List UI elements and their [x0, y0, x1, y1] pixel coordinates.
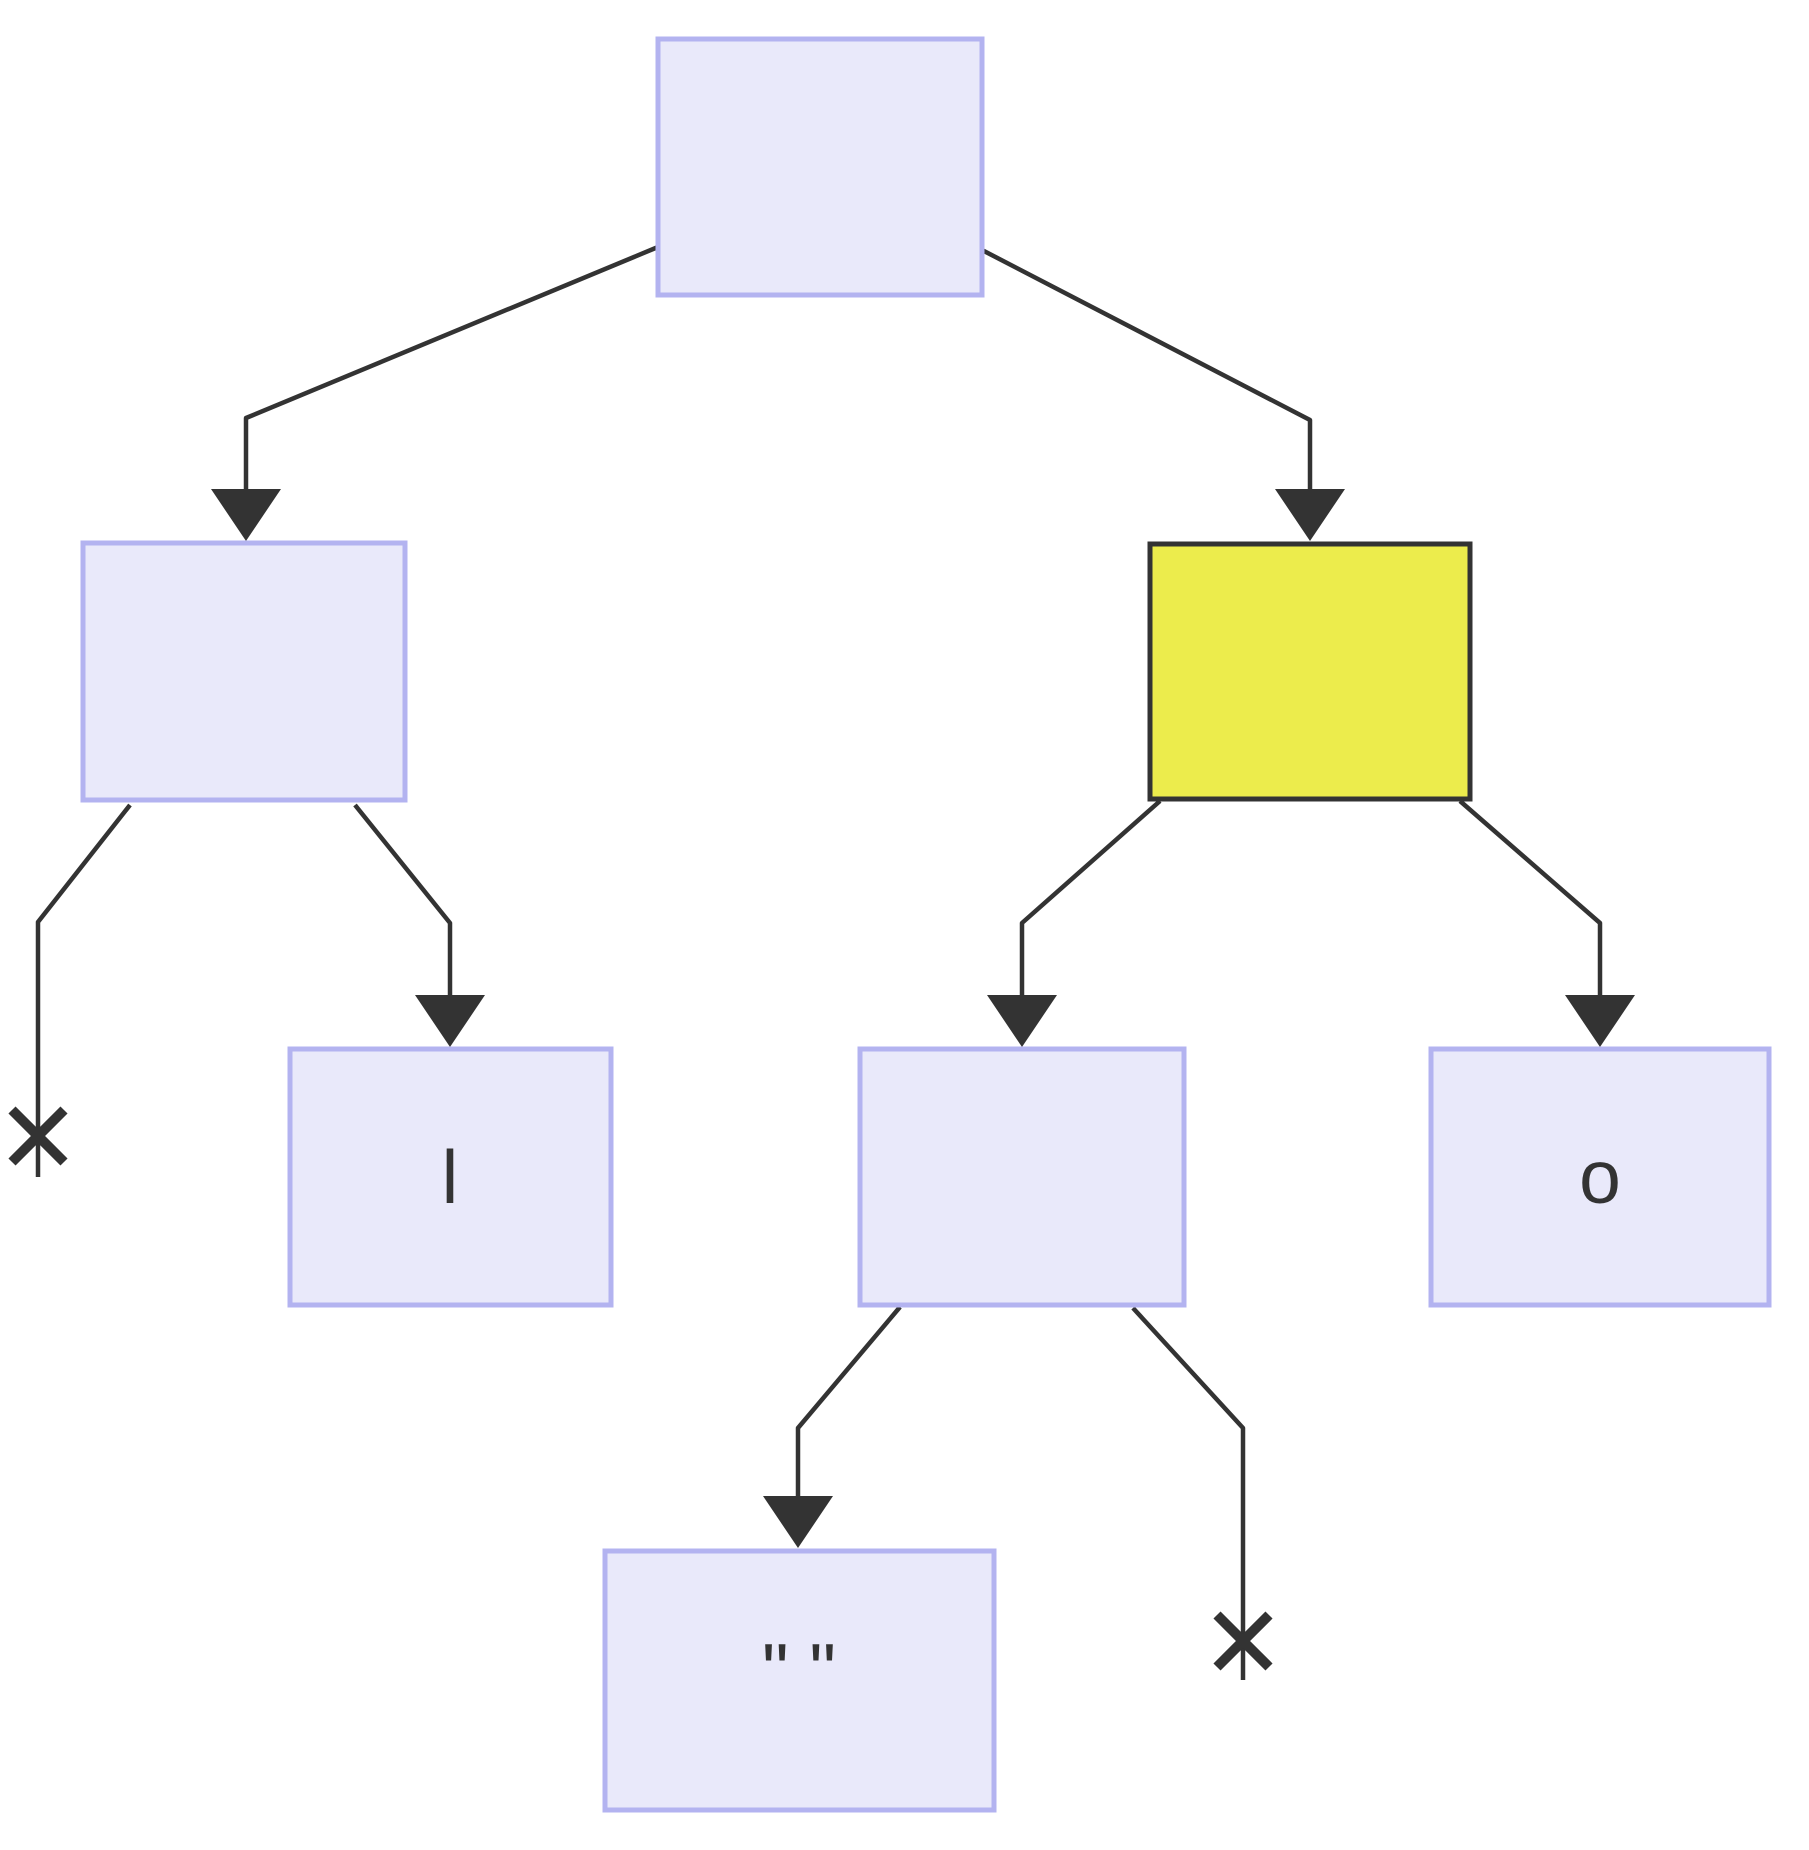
arrowhead-marker [987, 995, 1057, 1047]
node-quoted-space [602, 1548, 997, 1813]
node-l [287, 1046, 614, 1308]
arrowhead-marker [211, 489, 281, 541]
node-layer: l o " " [80, 36, 1772, 1813]
node-left-child [80, 540, 408, 803]
cross-marker [8, 1106, 68, 1166]
node-root [655, 36, 985, 298]
node-right-child-highlighted [1147, 541, 1473, 802]
node-quoted-space-label: " " [762, 1628, 836, 1712]
node-right-left-grandchild [857, 1046, 1187, 1308]
node-o [1428, 1046, 1772, 1308]
edge-midchild-to-null [1131, 1306, 1246, 1680]
edge-root-to-right [980, 248, 1313, 496]
edge-left-to-null [35, 803, 132, 1177]
arrowhead-marker [763, 1496, 833, 1548]
cross-marker [1213, 1611, 1273, 1671]
arrowhead-marker [1565, 995, 1635, 1047]
node-l-label: l [442, 1135, 459, 1219]
edge-right-to-midchild [1019, 799, 1162, 1001]
edge-root-to-left [243, 244, 659, 496]
edge-left-to-l [353, 803, 453, 1001]
arrowhead-marker [415, 995, 485, 1047]
edge-midchild-to-quote [795, 1305, 902, 1502]
edge-layer [8, 244, 1635, 1680]
edge-right-to-o [1458, 799, 1603, 1001]
arrowhead-marker [1275, 489, 1345, 541]
node-o-label: o [1579, 1135, 1621, 1219]
